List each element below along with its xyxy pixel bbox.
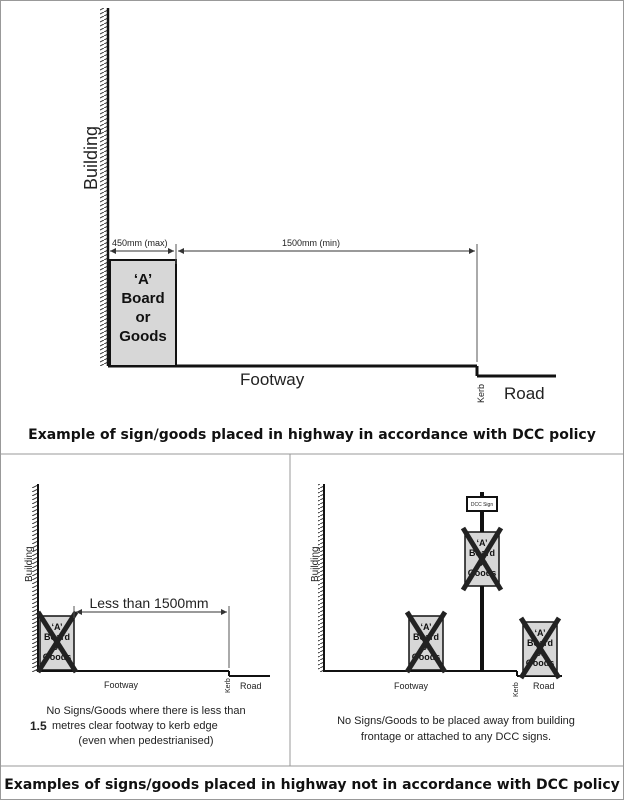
right-road-label: Road <box>533 681 555 691</box>
top-caption: Example of sign/goods placed in highway … <box>28 427 596 443</box>
board-line-1: ‘A’ <box>134 271 152 288</box>
kerb-board-cross-icon <box>518 616 562 680</box>
right-note-line-1: No Signs/Goods to be placed away from bu… <box>337 715 575 727</box>
footway-board-line-2: Board <box>413 632 439 642</box>
building-hatch <box>100 8 108 366</box>
left-board-line-2: Board <box>44 632 70 642</box>
left-board-line-1: ‘A’ <box>51 622 62 632</box>
building-label: Building <box>81 126 101 190</box>
left-note-line-3: (even when pedestrianised) <box>78 735 213 747</box>
right-panel: Building DCC Sign ‘A’ Board or Goods ‘A’… <box>310 484 575 743</box>
left-kerb-label: Kerb <box>225 678 232 693</box>
road-label: Road <box>504 384 545 403</box>
footway-board-line-1: ‘A’ <box>420 622 431 632</box>
dcc-sign <box>466 496 498 512</box>
footway-board-line-4: Goods <box>412 652 441 662</box>
board-line-2: Board <box>121 290 164 307</box>
kerb-board-line-1: ‘A’ <box>534 628 545 638</box>
left-note-line-1: No Signs/Goods where there is less than <box>46 705 245 717</box>
bottom-caption: Examples of signs/goods placed in highwa… <box>4 777 620 793</box>
board-line-3: or <box>136 309 151 326</box>
kerb-label: Kerb <box>476 384 486 403</box>
left-footway-label: Footway <box>104 680 139 690</box>
kerb-board-line-4: Goods <box>526 658 555 668</box>
left-road-label: Road <box>240 681 262 691</box>
left-board-line-4: Goods <box>43 652 72 662</box>
dcc-sign-label: DCC Sign <box>471 502 493 508</box>
kerb-board-line-2: Board <box>527 638 553 648</box>
right-kerb-label: Kerb <box>513 682 520 697</box>
post-board-line-4: Goods <box>468 568 497 578</box>
left-building-label: Building <box>24 546 35 582</box>
footway-label: Footway <box>240 370 305 389</box>
dim-clear-label: 1500mm (min) <box>282 238 340 248</box>
post-board-cross-icon <box>460 526 504 592</box>
left-note-line-2: metres clear footway to kerb edge <box>52 720 218 732</box>
footway-board-cross-icon <box>404 610 448 674</box>
left-building-hatch <box>32 484 38 672</box>
right-building-label: Building <box>310 546 321 582</box>
right-note-line-2: frontage or attached to any DCC signs. <box>361 731 551 743</box>
left-board-cross-icon <box>35 610 79 674</box>
a-board <box>109 259 177 367</box>
right-footway-label: Footway <box>394 681 429 691</box>
left-note-number: 1.5 <box>30 719 47 733</box>
post-board-line-1: ‘A’ <box>476 538 487 548</box>
dim-board-label: 450mm (max) <box>112 238 168 248</box>
top-panel: Building ‘A’ Board or Goods 450mm (max) … <box>28 8 596 443</box>
post-board-line-2: Board <box>469 548 495 558</box>
right-building-hatch <box>318 484 324 672</box>
left-panel: Building ‘A’ Board or Goods Less than 15… <box>24 484 270 747</box>
board-line-4: Goods <box>119 328 167 345</box>
left-dim-label: Less than 1500mm <box>89 595 208 611</box>
